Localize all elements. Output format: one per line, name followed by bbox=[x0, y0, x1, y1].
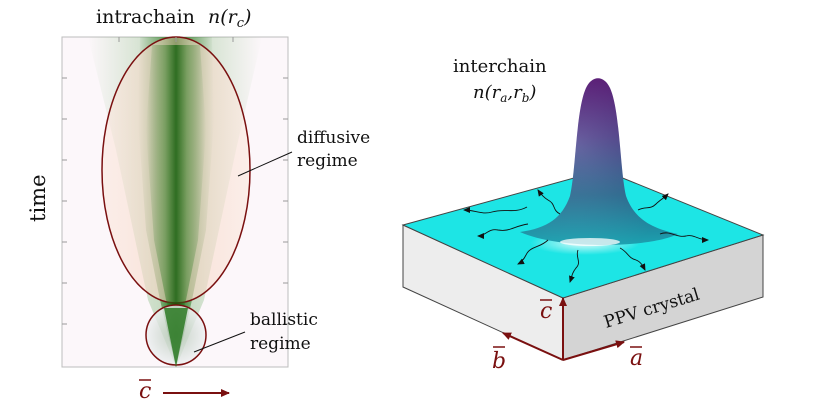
c-axis-symbol: c bbox=[139, 379, 151, 404]
a-axis-arrow bbox=[562, 340, 625, 361]
time-axis-label: time bbox=[26, 175, 50, 223]
diffusion-arrow-ne bbox=[637, 193, 669, 211]
interchain-panel: c b a PPV crystal interchain n(ra,rb) bbox=[401, 56, 765, 374]
diffusion-arrow-s bbox=[569, 249, 579, 283]
diffusion-arrow-n bbox=[537, 189, 561, 215]
density-peak-shade bbox=[520, 78, 678, 245]
b-axis-label: b bbox=[492, 349, 506, 374]
diffusion-arrow-w bbox=[477, 223, 529, 239]
density-core-overlay bbox=[146, 45, 206, 330]
intrachain-title: intrachain bbox=[96, 6, 195, 28]
tick-marks bbox=[62, 37, 288, 325]
c-axis-label: c bbox=[540, 299, 552, 324]
b-axis-arrow bbox=[502, 332, 564, 361]
interchain-symbol: n(ra,rb) bbox=[473, 82, 536, 105]
diffusion-arrow-e bbox=[659, 232, 709, 243]
diffusion-arrow-sw bbox=[517, 239, 549, 265]
ballistic-leader bbox=[193, 331, 246, 353]
diffusive-leader bbox=[237, 151, 293, 177]
diffusion-arrows bbox=[463, 189, 709, 283]
intrachain-symbol: n(rc) bbox=[208, 6, 251, 31]
peak-base-highlight bbox=[560, 238, 620, 246]
ballistic-cone bbox=[164, 308, 188, 367]
a-axis-label: a bbox=[630, 346, 643, 371]
diffusion-arrow-se bbox=[619, 247, 646, 271]
diffusion-arrow-nw bbox=[463, 206, 528, 214]
interchain-title: interchain bbox=[453, 56, 547, 77]
